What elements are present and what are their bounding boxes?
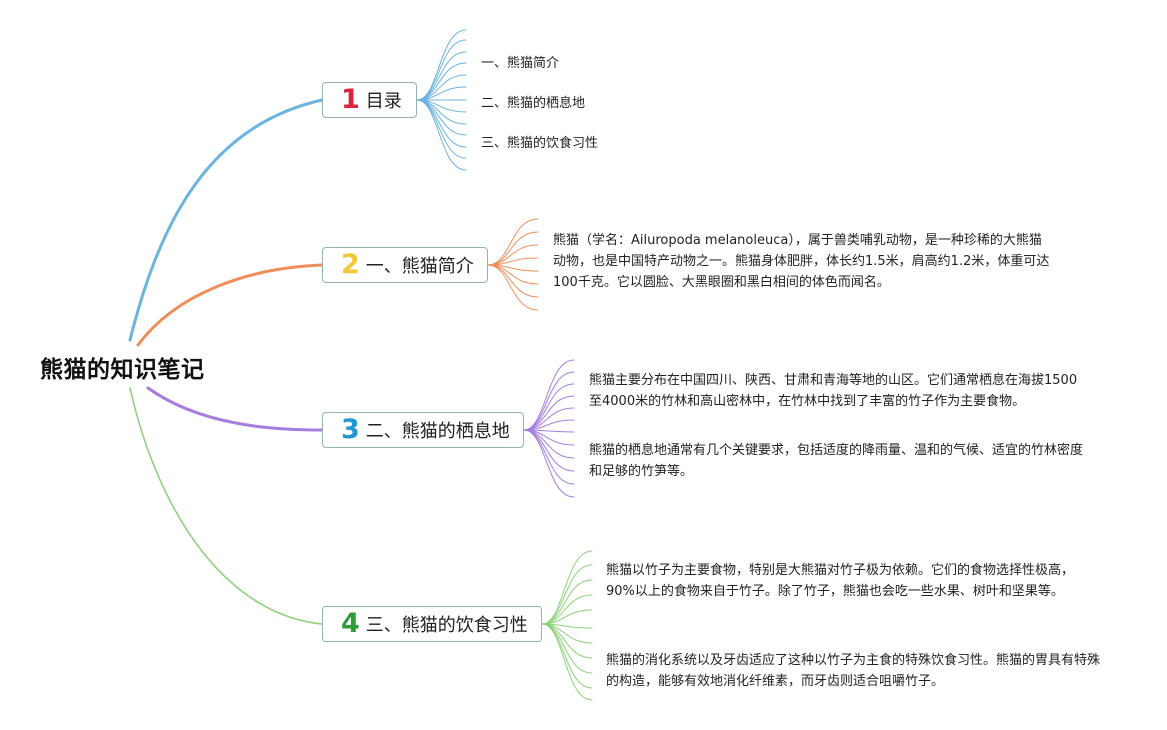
toc-item-diet[interactable]: 三、熊猫的饮食习性 [481,136,599,151]
toc-item-habitat[interactable]: 二、熊猫的栖息地 [481,96,586,111]
diet-connector-0 [541,550,593,625]
intro-connector-2 [487,244,539,266]
note-habitat-requirements: 熊猫的栖息地通常有几个关键要求，包括适度的降雨量、温和的气候、适宜的竹林密度和足… [589,443,1084,479]
diet-connector-2 [541,579,593,625]
toc-item-intro[interactable]: 一、熊猫简介 [481,56,560,71]
toc-connector-12 [416,99,467,171]
diet-connector-10 [541,623,593,701]
root-topic-title: 熊猫的知识笔记 [40,357,205,383]
number-1-icon: 1 [341,83,360,115]
toc-connector-11 [416,99,467,159]
branch-line-2 [136,263,324,347]
number-3-icon: 3 [341,413,360,445]
habitat-connector-0 [523,359,575,431]
habitat-connector-9 [523,429,575,472]
intro-connector-6 [487,264,539,298]
note-diet-digestion: 熊猫的消化系统以及牙齿适应了这种以竹子为主食的特殊饮食习性。熊猫的胃具有特殊的构… [606,653,1101,689]
branch-line-4 [129,387,323,625]
topic-table-of-contents[interactable]: 1 目录 [322,82,417,118]
note-panda-intro: 熊猫（学名：Ailuropoda melanoleuca），属于兽类哺乳动物，是… [553,233,1050,290]
topic-panda-habitat[interactable]: 3 二、熊猫的栖息地 [322,412,524,448]
topic-panda-intro[interactable]: 2 一、熊猫简介 [322,247,488,283]
intro-connector-5 [487,264,539,285]
branch-line-3 [146,386,324,432]
diet-connector-1 [541,564,593,625]
number-4-icon: 4 [341,607,360,639]
diet-connector-8 [541,623,593,674]
number-2-icon: 2 [341,248,360,280]
branch-line-1 [128,98,324,342]
habitat-connector-11 [523,429,575,498]
toc-connector-1 [416,39,467,101]
intro-connector-7 [487,264,539,311]
topic-label: 三、熊猫的饮食习性 [365,615,528,636]
diet-connector-4 [541,609,593,625]
topic-label: 二、熊猫的栖息地 [365,421,510,442]
topic-label: 目录 [365,91,402,112]
note-habitat-distribution: 熊猫主要分布在中国四川、陕西、甘肃和青海等地的山区。它们通常栖息在海拔1500至… [589,373,1078,409]
toc-connector-9 [416,99,467,136]
toc-connector-3 [416,62,467,101]
topic-label: 一、熊猫简介 [365,256,474,277]
habitat-connector-1 [523,371,575,431]
intro-connector-1 [487,231,539,266]
diet-connector-9 [541,623,593,689]
note-diet-bamboo: 熊猫以竹子为主要食物，特别是大熊猫对竹子极为依赖。它们的食物选择性极高，90%以… [606,563,1075,599]
habitat-connector-3 [523,395,575,431]
topic-panda-diet[interactable]: 4 三、熊猫的饮食习性 [322,606,542,642]
